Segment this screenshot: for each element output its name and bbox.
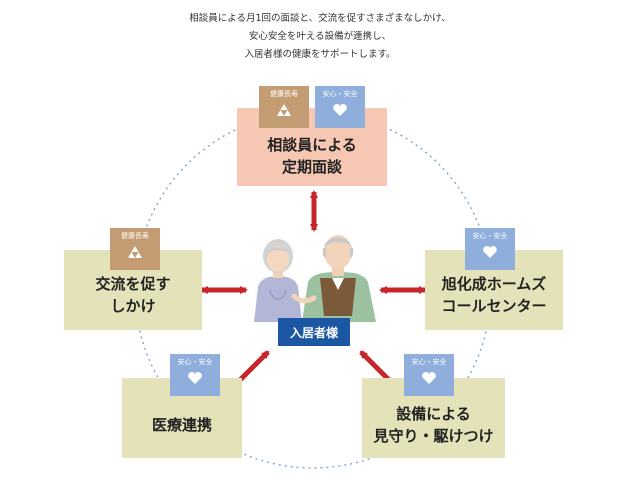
resident-label: 入居者様 (278, 318, 350, 346)
badge-label: 健康長寿 (121, 232, 149, 240)
badge-label: 安心・安全 (411, 358, 447, 366)
heart-icon (483, 246, 497, 258)
elderly-woman-figure (254, 239, 302, 322)
node-top-line-2: 定期面談 (281, 158, 342, 176)
intro-text: 相談員による月1回の面談と、交流を促すさまざまなしかけ、 安心安全を叶える設備が… (0, 10, 640, 64)
badge-health-left: 健康長寿 (110, 228, 160, 270)
intro-line-1: 相談員による月1回の面談と、交流を促すさまざまなしかけ、 (189, 13, 451, 24)
node-bottom-right-line-2: 見守り・駆けつけ (373, 427, 494, 445)
heart-icon (333, 104, 347, 116)
badge-label: 健康長寿 (270, 90, 298, 98)
intro-line-3: 入居者様の健康をサポートします。 (244, 49, 396, 60)
node-right-line-1: 旭化成ホームズ (441, 275, 547, 293)
node-equipment-monitoring: 設備による 見守り・駆けつけ (362, 378, 505, 458)
badge-health-top: 健康長寿 (259, 86, 309, 128)
triforce-icon (128, 246, 142, 258)
elderly-man-figure (291, 235, 376, 322)
node-left-line-1: 交流を促す (95, 275, 171, 293)
badge-label: 安心・安全 (472, 232, 508, 240)
heart-icon (422, 372, 436, 384)
triforce-icon (277, 104, 291, 116)
badge-label: 安心・安全 (322, 90, 358, 98)
heart-icon (188, 372, 202, 384)
badge-safety-right: 安心・安全 (465, 228, 515, 270)
node-top-line-1: 相談員による (267, 136, 357, 154)
node-right-line-2: コールセンター (441, 297, 547, 315)
badge-safety-top: 安心・安全 (315, 86, 365, 128)
node-bottom-right-line-1: 設備による (396, 405, 471, 423)
badge-safety-bottom-left: 安心・安全 (170, 354, 220, 396)
node-interaction-gimmick: 交流を促す しかけ (64, 250, 202, 330)
node-bottom-left-line-1: 医療連携 (151, 416, 212, 434)
residents-illustration (254, 235, 376, 322)
badge-label: 安心・安全 (177, 358, 213, 366)
badge-safety-bottom-right: 安心・安全 (404, 354, 454, 396)
node-left-line-2: しかけ (110, 297, 156, 315)
intro-line-2: 安心安全を叶える設備が連携し、 (248, 31, 392, 42)
